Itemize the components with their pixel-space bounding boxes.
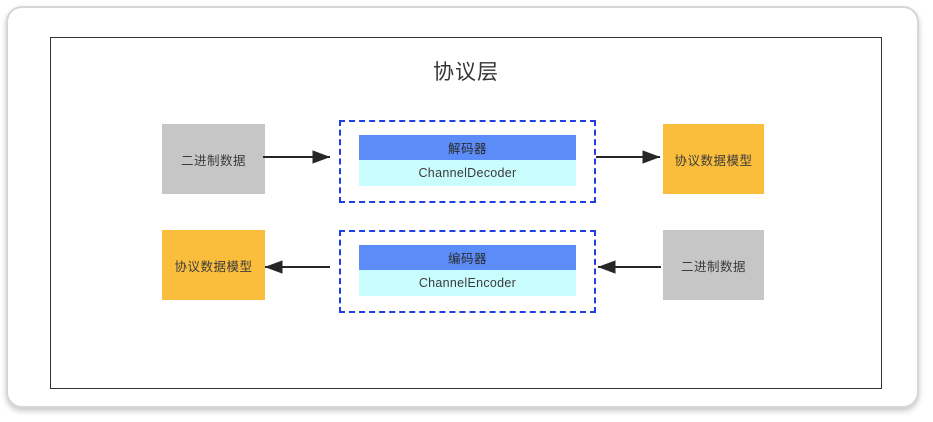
binary-data-source-top: 二进制数据: [162, 124, 265, 194]
binary-data-source-bottom-label: 二进制数据: [680, 259, 746, 274]
channel-decoder-block: 解码器 ChannelDecoder: [359, 135, 576, 186]
protocol-data-model-target-top: 协议数据模型: [663, 124, 764, 194]
protocol-data-model-target-bottom-label: 协议数据模型: [174, 259, 253, 274]
channel-decoder-body: ChannelDecoder: [359, 160, 576, 186]
binary-data-source-bottom: 二进制数据: [663, 230, 764, 300]
channel-decoder-header: 解码器: [359, 135, 576, 160]
protocol-data-model-target-bottom: 协议数据模型: [162, 230, 265, 300]
binary-data-source-top-label: 二进制数据: [180, 153, 246, 168]
outer-window-frame: 协议层 二进制数据 解码器 ChannelDecoder 协议数据模型 协议数据…: [6, 6, 919, 408]
encoder-group-boundary: [339, 230, 596, 313]
protocol-layer-container: 协议层: [50, 37, 882, 389]
channel-encoder-header: 编码器: [359, 245, 576, 270]
channel-encoder-block: 编码器 ChannelEncoder: [359, 245, 576, 296]
protocol-data-model-target-top-label: 协议数据模型: [674, 153, 753, 168]
channel-encoder-body: ChannelEncoder: [359, 270, 576, 296]
decoder-group-boundary: [339, 120, 596, 203]
page-title: 协议层: [433, 61, 499, 84]
